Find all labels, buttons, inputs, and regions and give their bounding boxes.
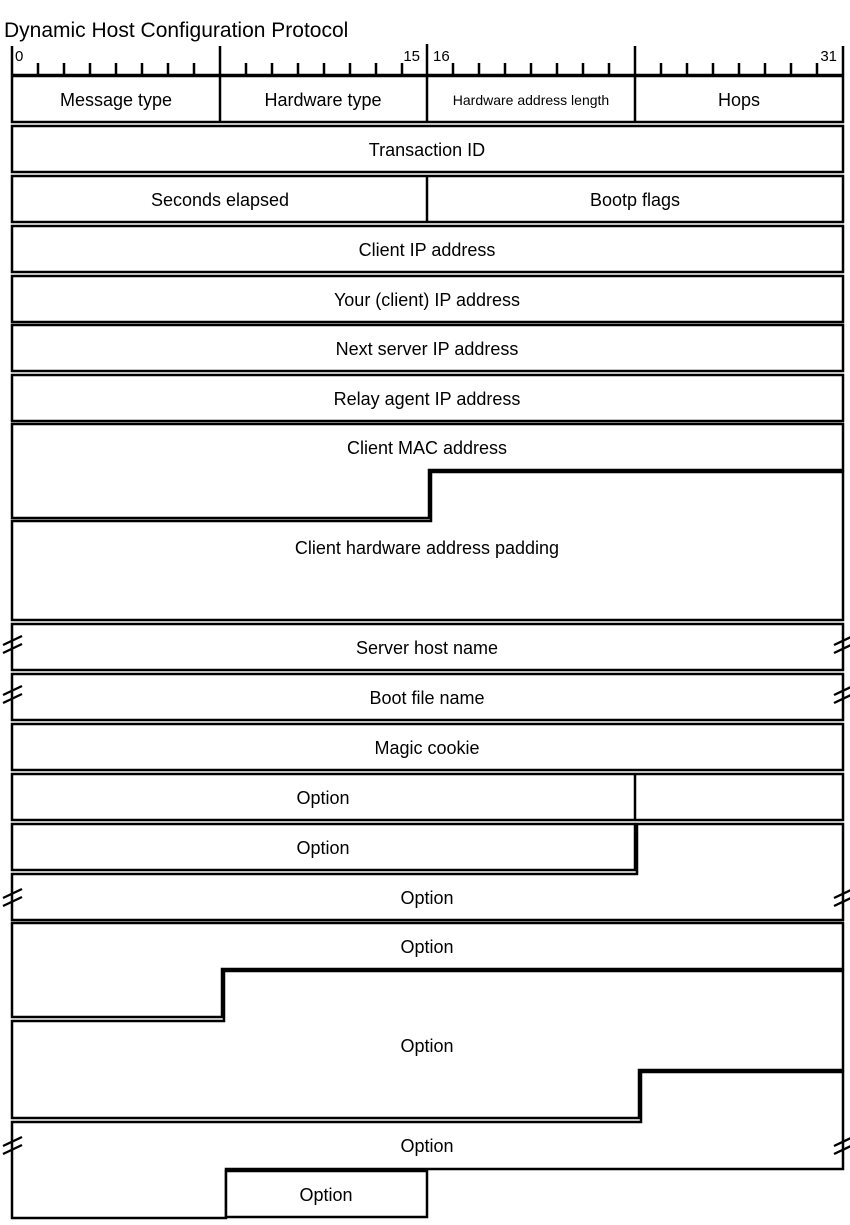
break-mark-option-6-left xyxy=(2,1135,23,1156)
field-next-server-ip-shape xyxy=(10,323,845,373)
field-option-1-shape xyxy=(10,772,845,822)
label-transaction-id: Transaction ID xyxy=(369,140,485,160)
ruler-label-31: 31 xyxy=(820,48,837,65)
label-your-ip: Your (client) IP address xyxy=(334,290,520,310)
ruler-byte-ticks xyxy=(10,44,845,75)
row-byte-fields-dividers xyxy=(218,76,637,122)
field-server-host-name-shape xyxy=(10,622,845,672)
field-option-4-shape xyxy=(10,921,845,1019)
field-relay-agent-ip-shape xyxy=(10,373,845,423)
label-client-mac: Client MAC address xyxy=(347,438,507,458)
label-bootp-flags: Bootp flags xyxy=(590,190,680,210)
field-option-3-shape xyxy=(10,822,845,922)
field-boot-file-name-shape xyxy=(10,672,845,722)
label-seconds-elapsed: Seconds elapsed xyxy=(151,190,289,210)
label-hardware-type: Hardware type xyxy=(264,90,381,110)
field-your-ip-shape xyxy=(10,274,845,324)
bit-ruler xyxy=(10,44,845,77)
field-hw-padding-shape xyxy=(10,470,845,622)
label-option-5: Option xyxy=(400,1036,453,1056)
break-mark-boot-file-left xyxy=(2,684,23,705)
break-mark-option-3-left xyxy=(2,887,23,908)
label-option-4: Option xyxy=(400,937,453,957)
label-option-7: Option xyxy=(299,1185,352,1205)
label-client-ip: Client IP address xyxy=(359,240,496,260)
label-magic-cookie: Magic cookie xyxy=(374,738,479,758)
ruler-bit-ticks xyxy=(36,63,819,75)
field-option-5-shape xyxy=(10,969,845,1120)
label-hops: Hops xyxy=(718,90,760,110)
field-transaction-id-shape xyxy=(10,124,845,174)
field-labels: Message type Hardware type Hardware addr… xyxy=(60,90,760,1205)
row-seconds-flags xyxy=(10,174,845,224)
label-option-2: Option xyxy=(296,838,349,858)
field-client-mac-shape xyxy=(10,422,845,520)
label-option-1: Option xyxy=(296,788,349,808)
ruler-label-16: 16 xyxy=(433,48,450,65)
label-option-3: Option xyxy=(400,888,453,908)
row-byte-fields xyxy=(10,74,845,124)
label-hw-padding: Client hardware address padding xyxy=(295,538,559,558)
field-magic-cookie-shape xyxy=(10,722,845,772)
ruler-label-15: 15 xyxy=(403,48,420,65)
label-server-host-name: Server host name xyxy=(356,638,498,658)
field-client-ip-shape xyxy=(10,224,845,274)
label-boot-file-name: Boot file name xyxy=(369,688,484,708)
field-option-2-shape xyxy=(10,822,637,872)
ruler-label-0: 0 xyxy=(15,48,23,65)
label-message-type: Message type xyxy=(60,90,172,110)
label-next-server-ip: Next server IP address xyxy=(336,339,519,359)
diagram-title: Dynamic Host Configuration Protocol xyxy=(4,19,348,42)
field-option-7-shape xyxy=(224,1169,429,1219)
label-hw-addr-length: Hardware address length xyxy=(453,92,609,108)
label-option-6: Option xyxy=(400,1136,453,1156)
break-mark-server-host-left xyxy=(2,634,23,655)
row-option-1 xyxy=(10,772,845,822)
label-relay-agent-ip: Relay agent IP address xyxy=(334,389,521,409)
